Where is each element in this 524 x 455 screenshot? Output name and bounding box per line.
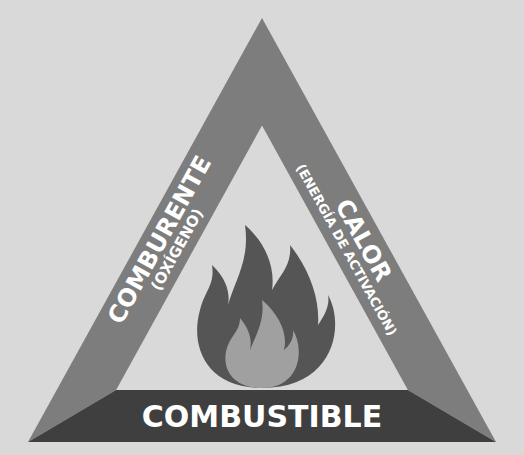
bottom-band-shape <box>28 390 496 442</box>
triangle-band: CALOR(ENERGÍA DE ACTIVACIÓN) <box>293 150 421 338</box>
flame-inner <box>225 300 298 388</box>
band-heading: COMBURENTE <box>104 152 217 328</box>
band-heading: COMBUSTIBLE <box>142 401 382 433</box>
triangle-band: COMBUSTIBLE <box>142 401 382 433</box>
flame-outer <box>197 225 335 388</box>
band-heading: CALOR <box>305 150 421 332</box>
triangle-band: COMBURENTE(OXÍGENO) <box>104 152 230 336</box>
